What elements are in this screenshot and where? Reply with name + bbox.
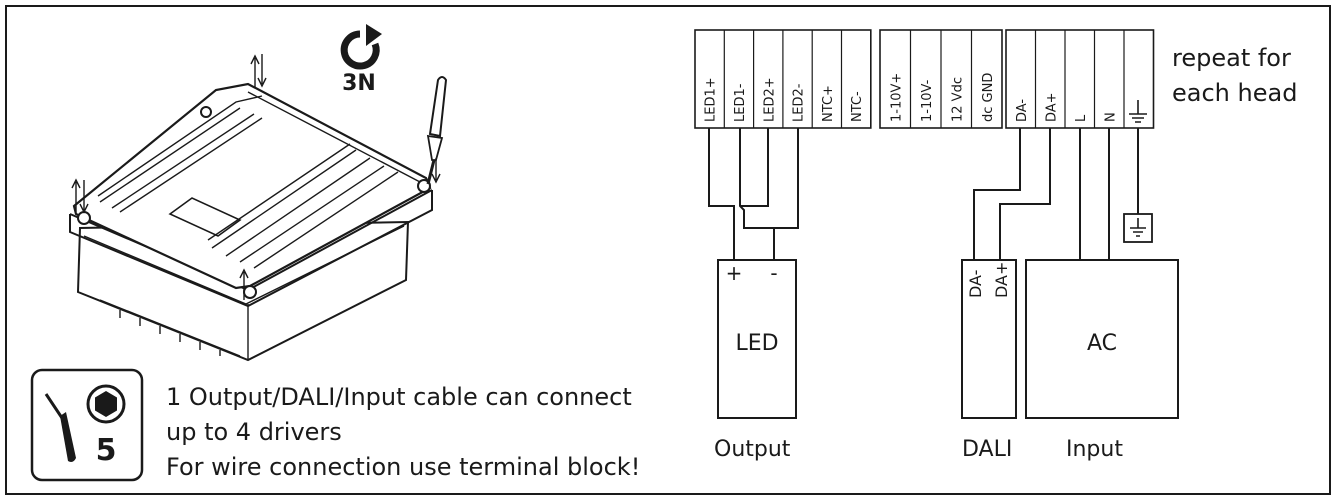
terminal-label: LED2-: [792, 83, 807, 122]
screwdriver-icon: [44, 393, 76, 462]
hex-socket-icon: [86, 384, 126, 424]
ground-icon: [1129, 100, 1147, 123]
note-line: up to 4 drivers: [166, 418, 342, 446]
dali-pin-label: DA-: [966, 270, 985, 298]
repeat-label-line1: repeat for: [1172, 44, 1291, 72]
dali-box: DA- DA+: [961, 259, 1017, 419]
terminal-label: N: [1103, 112, 1118, 122]
caption-input: Input: [1066, 437, 1123, 462]
led-plus-label: +: [726, 261, 743, 285]
terminal-label: 12 Vdc: [950, 77, 965, 122]
tighten-rotation-icon: [340, 24, 382, 70]
ac-box: AC: [1025, 259, 1179, 419]
up-down-arrow-icon: [431, 158, 441, 184]
up-down-arrow-icon: [250, 54, 267, 88]
terminal-label: LED1-: [733, 83, 748, 122]
outer-frame: [5, 5, 1331, 495]
tool-size-value: 5: [96, 433, 117, 468]
terminal-label: 1-10V+: [889, 73, 904, 122]
terminal-label: DA+: [1044, 92, 1059, 122]
led-label: LED: [735, 331, 778, 356]
screw-icon: [77, 211, 91, 225]
note-line: 1 Output/DALI/Input cable can connect: [166, 383, 632, 411]
terminal-label: NTC-: [850, 91, 865, 122]
torque-label: 3N: [342, 71, 376, 96]
terminal-block: [1005, 29, 1155, 129]
terminal-label: L: [1074, 114, 1089, 122]
led-minus-label: -: [770, 261, 777, 285]
screw-icon: [200, 106, 212, 118]
dali-wiring: [973, 128, 1051, 260]
repeat-label-line2: each head: [1172, 79, 1297, 107]
ground-icon: [1130, 218, 1146, 237]
output-wiring: [708, 128, 799, 260]
terminal-label: DA-: [1015, 99, 1030, 122]
up-down-arrow-icon: [239, 268, 249, 300]
terminal-label: dc GND: [981, 73, 996, 122]
up-down-arrow-icon: [71, 178, 89, 214]
tool-size-badge: 5: [30, 368, 144, 482]
terminal-label: 1-10V-: [920, 79, 935, 122]
terminal-strip: LED1+ LED1- LED2+ LED2- NTC+ NTC- 1-10V+ 1-10V-…: [694, 29, 1155, 129]
screwdriver-icon: [426, 76, 448, 185]
screw-icon: [243, 285, 257, 299]
terminal-label: LED2+: [762, 77, 777, 122]
ac-label: AC: [1087, 331, 1117, 356]
caption-output: Output: [714, 437, 791, 462]
input-wiring: [1079, 128, 1153, 260]
led-box: + - LED: [717, 259, 797, 419]
terminal-label: LED1+: [704, 77, 719, 122]
terminal-label: NTC+: [821, 85, 836, 122]
driver-housing-illustration: [69, 54, 448, 362]
note-line: For wire connection use terminal block!: [166, 453, 641, 481]
caption-dali: DALI: [962, 437, 1012, 462]
dali-pin-label: DA+: [992, 262, 1011, 298]
installation-note: 1 Output/DALI/Input cable can connect up…: [166, 380, 640, 485]
